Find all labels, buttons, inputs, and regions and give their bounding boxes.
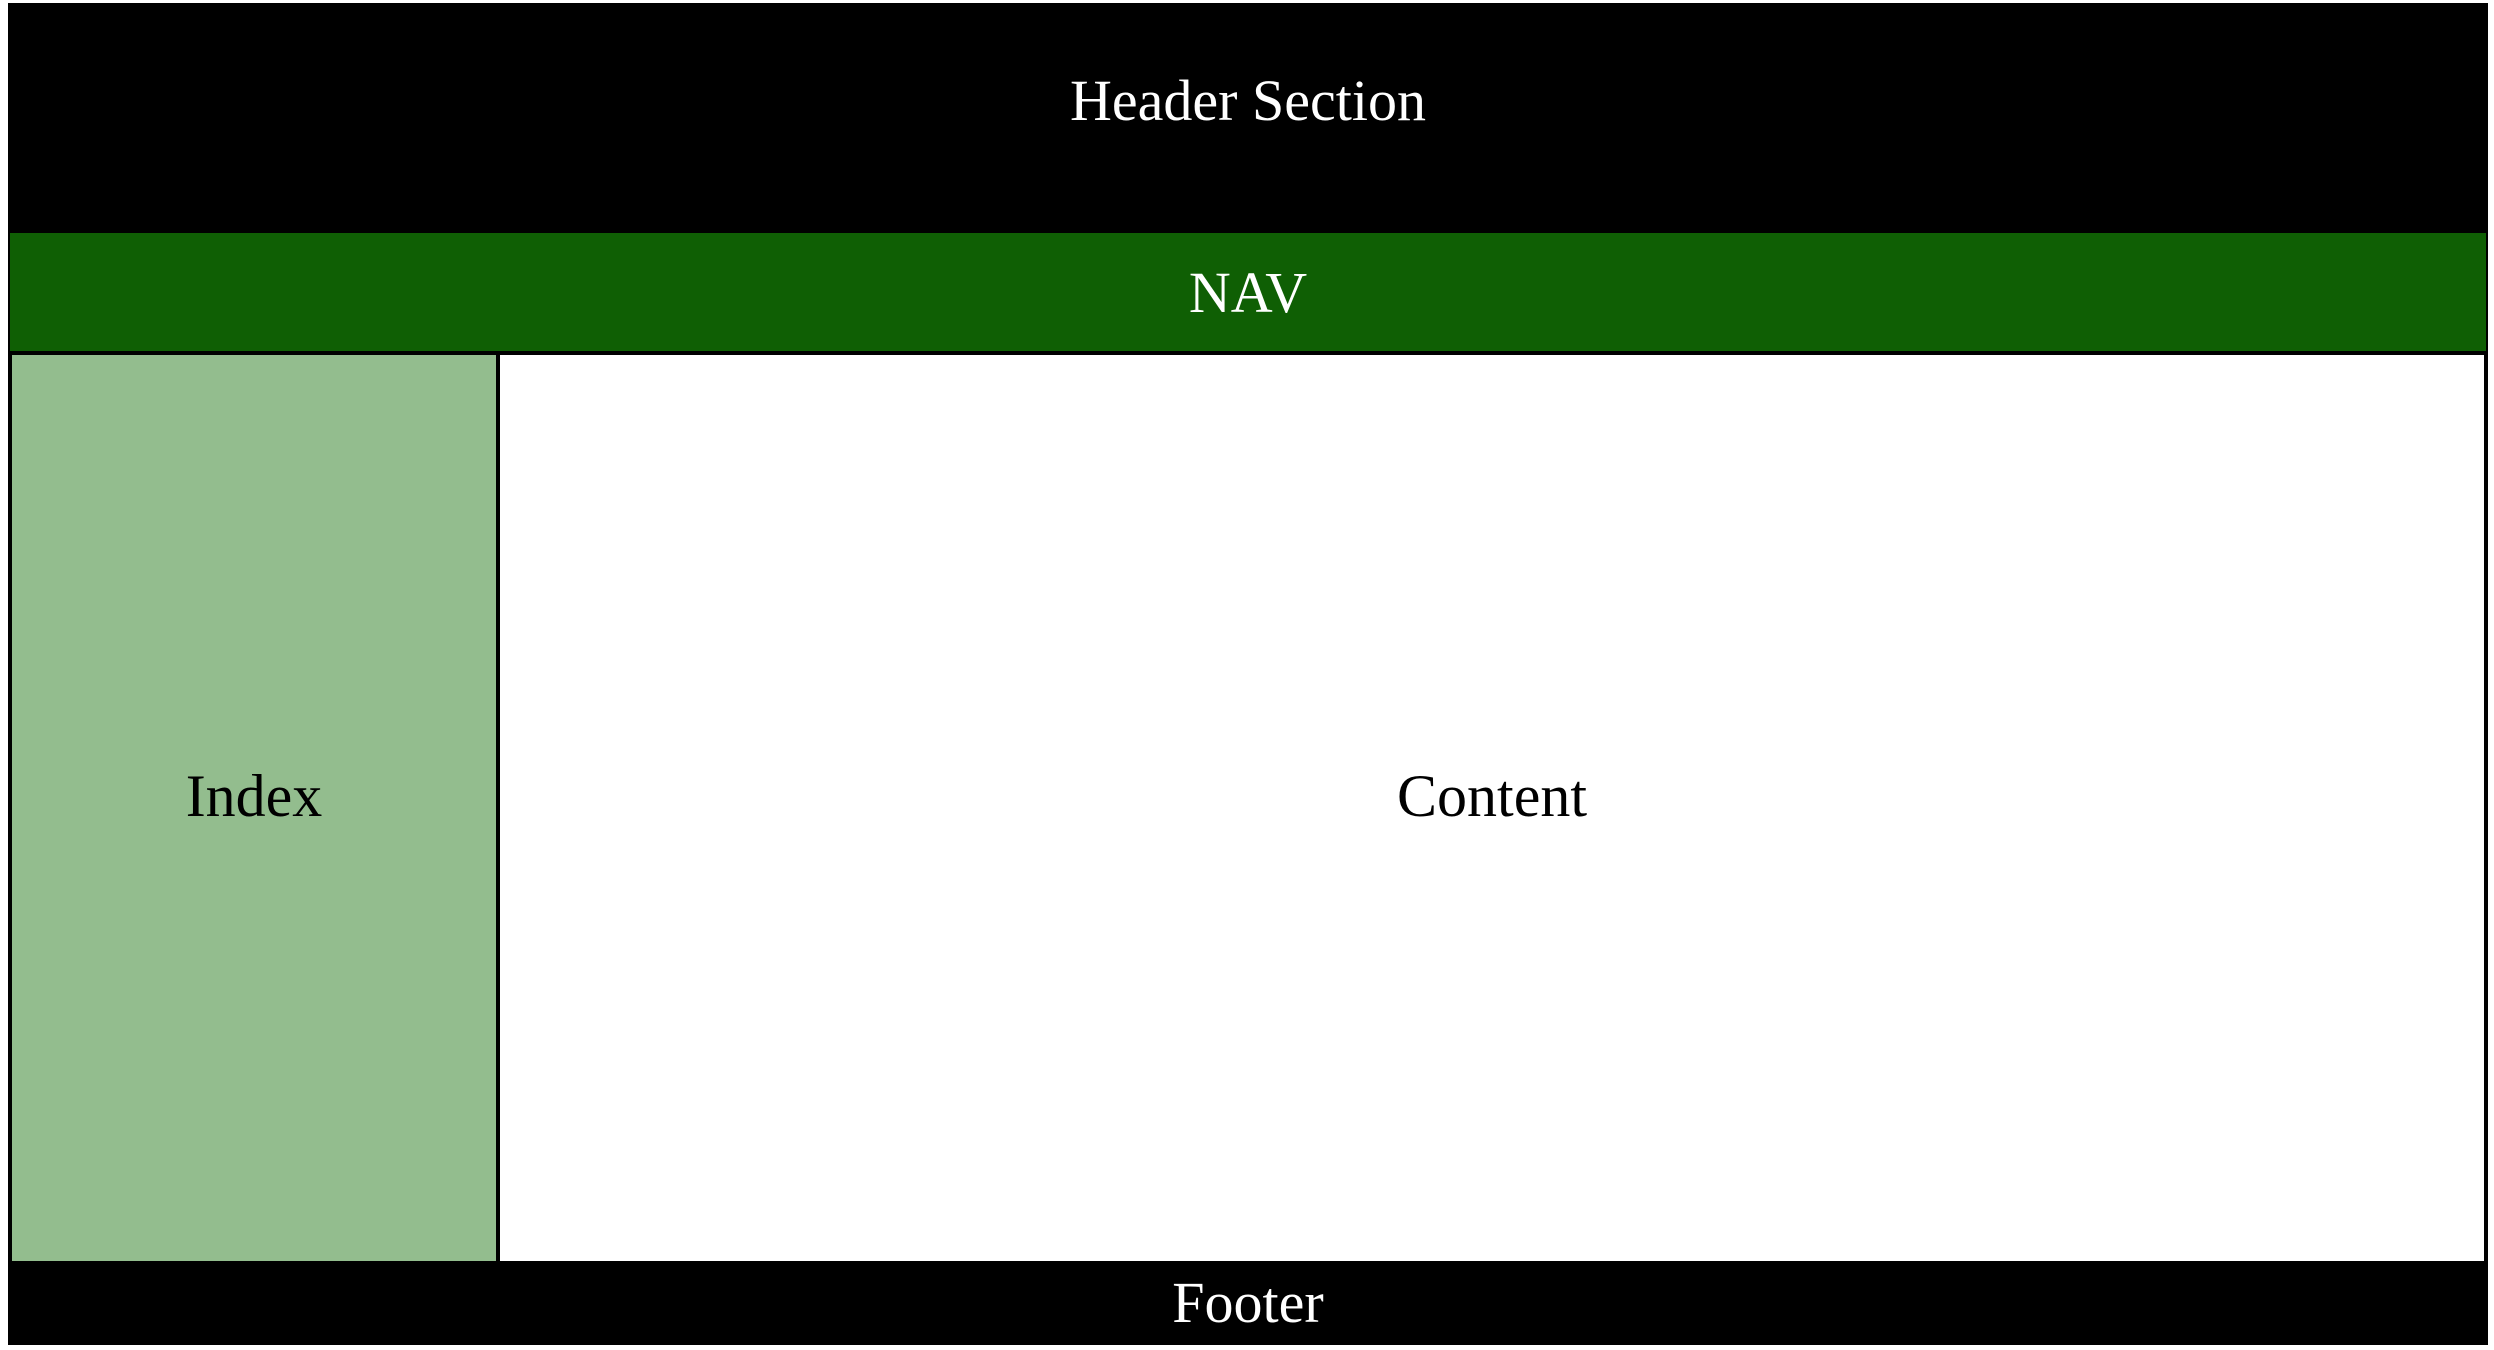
- header-title: Header Section: [1070, 68, 1426, 133]
- content-area: Content: [500, 355, 2486, 1261]
- index-sidebar: Index: [10, 355, 500, 1261]
- footer-label: Footer: [1172, 1269, 1324, 1335]
- nav-bar: NAV: [10, 233, 2486, 355]
- content-label: Content: [1397, 762, 1587, 829]
- footer-section: Footer: [10, 1261, 2486, 1343]
- header-section: Header Section: [10, 5, 2486, 233]
- index-label: Index: [185, 762, 323, 829]
- main-area: Index Content: [10, 355, 2486, 1261]
- nav-label: NAV: [1188, 259, 1308, 325]
- page-layout: Header Section NAV Index Content Footer: [8, 3, 2488, 1345]
